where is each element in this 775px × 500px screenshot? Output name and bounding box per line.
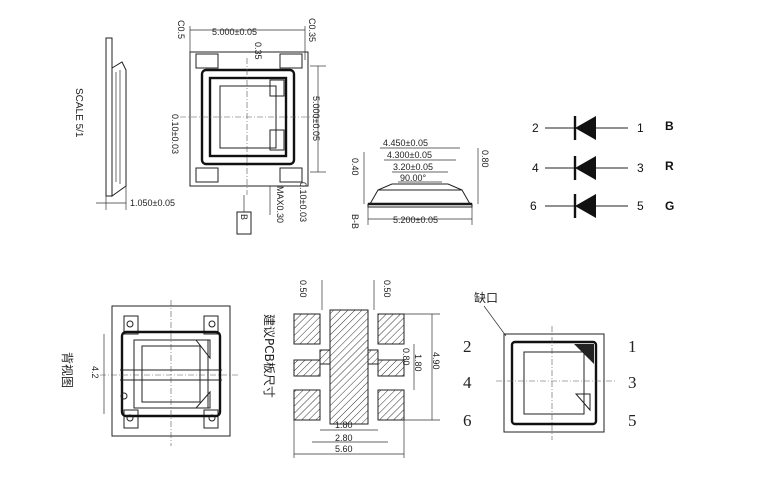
pcb-w2: 2.80 <box>335 433 353 443</box>
color-label: G <box>665 199 674 213</box>
schematic-row-r: 4 3 R <box>532 156 674 180</box>
pcb-height-dim: 4.90 <box>431 352 441 370</box>
bottom-view: 4.2 背视图 <box>60 300 240 446</box>
profile-bottom-dim: 5.200±0.05 <box>393 215 438 225</box>
top-view: 5.000±0.05 C0.5 C0.35 0.35 5.000±0.05 0.… <box>170 18 326 235</box>
notch-label: 缺口 <box>474 290 498 305</box>
profile-height-right: 0.80 <box>480 150 490 168</box>
front-pin-left-top: 2 <box>463 337 472 356</box>
schematic: 2 1 B 4 3 R 6 5 G <box>530 116 674 218</box>
schematic-row-b: 2 1 B <box>532 116 674 140</box>
bottom-dim: 4.2 <box>90 366 100 379</box>
profile-dim2: 4.300±0.05 <box>387 150 432 160</box>
profile-height-left: 0.40 <box>350 158 360 176</box>
pcb-w3: 5.60 <box>335 444 353 454</box>
diode-icon <box>575 116 596 140</box>
side-view: 1.050±0.05 SCALE 5/1 <box>73 37 175 210</box>
pin-right: 3 <box>637 161 644 175</box>
schematic-row-g: 6 5 G <box>530 194 674 218</box>
pin-left: 2 <box>532 121 539 135</box>
pin-left: 4 <box>532 161 539 175</box>
profile-dim3: 3.20±0.05 <box>393 162 433 172</box>
color-label: B <box>665 119 674 133</box>
profile-view: 4.450±0.05 4.300±0.05 3.20±0.05 90.00° 5… <box>350 138 490 229</box>
pcb-w1: 1.80 <box>335 420 353 430</box>
color-label: R <box>665 159 674 173</box>
front-view: 缺口 2 4 6 1 3 5 <box>463 290 637 440</box>
pcb-label: 建议PCB板尺寸 <box>262 314 276 398</box>
pcb-inner-gap: 0.80 <box>401 348 411 366</box>
front-pin-right-mid: 3 <box>628 373 637 392</box>
front-pin-left-bottom: 6 <box>463 411 472 430</box>
diode-icon <box>575 156 596 180</box>
pad-left-dim: 0.10±0.03 <box>170 114 180 154</box>
pin-left: 6 <box>530 199 537 213</box>
diode-icon <box>575 194 596 218</box>
pin-right: 5 <box>637 199 644 213</box>
top-height-dim: 5.000±0.05 <box>311 96 321 141</box>
chamfer-left-label: C0.5 <box>176 20 186 39</box>
chamfer-inner-label: 0.35 <box>253 42 263 60</box>
front-pin-right-top: 1 <box>628 337 637 356</box>
pcb-top-right-dim: 0.50 <box>382 280 392 298</box>
max-height-dim: MAX0.30 <box>275 186 285 223</box>
side-thickness-dim: 1.050±0.05 <box>130 198 175 208</box>
bottom-view-label: 背视图 <box>60 352 75 388</box>
section-marker: B <box>239 214 249 220</box>
pcb-layout: 建议PCB板尺寸 0.50 0.50 4.90 1.80 0.80 1.80 2… <box>262 280 441 458</box>
front-pin-right-bottom: 5 <box>628 411 637 430</box>
scale-label: SCALE 5/1 <box>73 88 84 138</box>
top-width-dim: 5.000±0.05 <box>212 27 257 37</box>
chamfer-right-label: C0.35 <box>307 18 317 42</box>
pad-right-dim: 0.10±0.03 <box>298 182 308 222</box>
profile-dim1: 4.450±0.05 <box>383 138 428 148</box>
pin-right: 1 <box>637 121 644 135</box>
front-pin-left-mid: 4 <box>463 373 472 392</box>
pcb-inner-height: 1.80 <box>413 354 423 372</box>
profile-section-label: B-B <box>350 214 360 229</box>
pcb-top-left-dim: 0.50 <box>298 280 308 298</box>
profile-angle: 90.00° <box>400 173 427 183</box>
